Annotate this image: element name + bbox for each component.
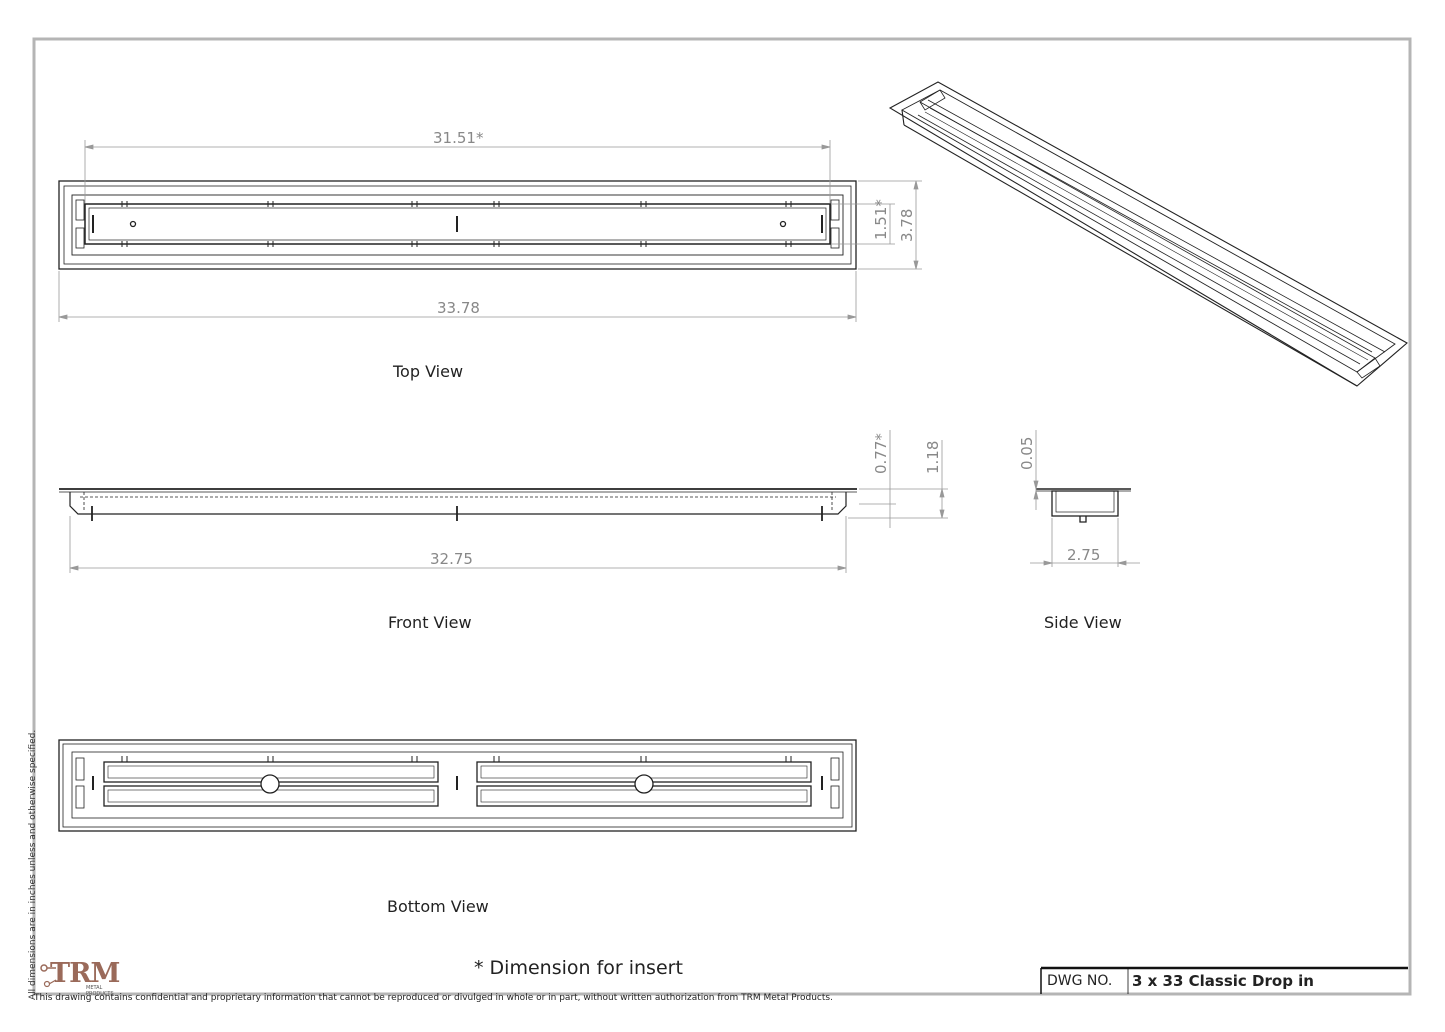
front-view-dimensions bbox=[69, 430, 948, 573]
dwg-number-label: DWG NO. bbox=[1047, 973, 1113, 989]
units-note: All dimensions are in inches unless and … bbox=[28, 729, 38, 1000]
dim-top-insert-length: 31.51* bbox=[433, 129, 484, 147]
top-view bbox=[58, 180, 857, 270]
side-view-dimensions bbox=[1030, 430, 1140, 567]
trm-logo: TRM METAL PRODUCTS bbox=[38, 958, 128, 997]
logo-circuit-icon bbox=[40, 964, 57, 988]
bottom-view bbox=[58, 739, 857, 832]
dim-front-overall-depth: 1.18 bbox=[924, 441, 942, 474]
isometric-view bbox=[888, 81, 1408, 387]
top-view-dimensions bbox=[58, 140, 922, 322]
bottom-view-label: Bottom View bbox=[387, 897, 489, 916]
dim-side-flange: 0.05 bbox=[1018, 437, 1036, 470]
top-view-label: Top View bbox=[393, 362, 464, 381]
insert-footnote: * Dimension for insert bbox=[474, 957, 683, 979]
dim-top-insert-width: 1.51* bbox=[872, 199, 890, 240]
dim-front-length: 32.75 bbox=[430, 550, 473, 568]
dim-side-width: 2.75 bbox=[1067, 546, 1100, 564]
sheet-border bbox=[32, 37, 1412, 996]
title-block bbox=[1040, 966, 1408, 994]
front-view bbox=[59, 488, 857, 521]
side-view bbox=[1036, 488, 1131, 523]
logo-text: TRM bbox=[50, 958, 120, 989]
side-view-label: Side View bbox=[1044, 613, 1122, 632]
dwg-number-value: 3 x 33 Classic Drop in bbox=[1132, 972, 1314, 990]
front-view-label: Front View bbox=[388, 613, 472, 632]
dim-top-overall-length: 33.78 bbox=[437, 299, 480, 317]
dim-front-insert-depth: 0.77* bbox=[872, 433, 890, 474]
dim-top-overall-width: 3.78 bbox=[898, 209, 916, 242]
logo-subtext: METAL PRODUCTS bbox=[86, 985, 114, 997]
confidentiality-note: This drawing contains confidential and p… bbox=[34, 993, 833, 1003]
